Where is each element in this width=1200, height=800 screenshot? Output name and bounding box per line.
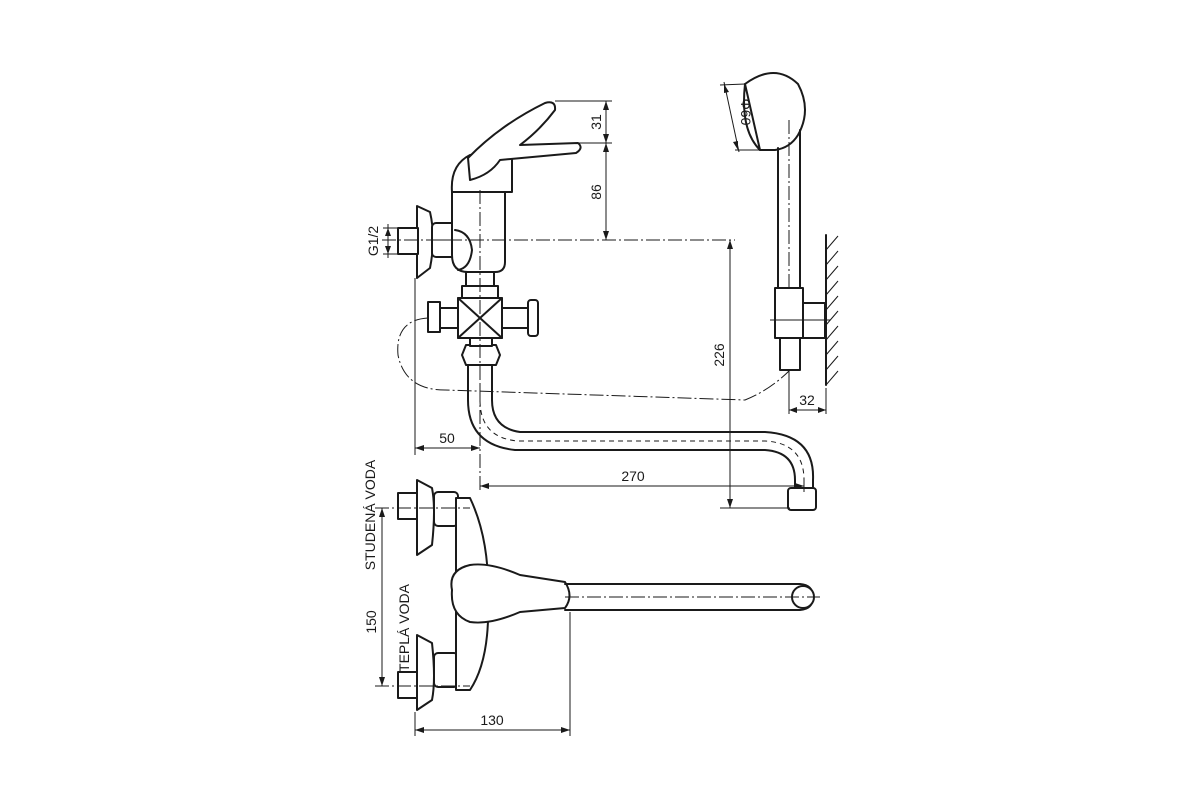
dim-inlet-spacing: 150 — [363, 610, 379, 634]
spout-inner — [491, 364, 815, 501]
front-view — [375, 479, 820, 711]
dim-front-width: 130 — [480, 712, 504, 728]
dim-thread: G1/2 — [365, 226, 381, 257]
diverter-left-cap — [427, 301, 441, 333]
wall-connector — [397, 227, 419, 255]
dim-spout-reach: 270 — [621, 468, 645, 484]
front-lever-handle — [450, 563, 571, 624]
hot-inlet-connector — [397, 671, 419, 699]
label-hot-water: TEPLÁ VODA — [396, 583, 412, 672]
dim-handle-offset: 86 — [588, 184, 604, 200]
side-dimensions: 31 86 G1/2 226 50 270 — [365, 100, 805, 509]
dim-spout-drop: 226 — [711, 343, 727, 367]
hot-inlet-nut — [433, 652, 459, 688]
swing-path — [397, 317, 791, 401]
dim-holder-offset: 32 — [799, 392, 815, 408]
diverter-right-stub — [501, 307, 531, 329]
shower-head — [743, 72, 806, 151]
holder-clamp — [774, 287, 804, 339]
aerator — [787, 487, 817, 511]
diverter-knob — [527, 299, 539, 337]
dim-body-depth: 50 — [439, 430, 455, 446]
spout-outer — [467, 364, 796, 501]
side-view — [382, 101, 817, 511]
diverter-left-stub — [439, 307, 459, 329]
cold-inlet-flange — [416, 479, 435, 556]
wall-flange — [416, 205, 434, 279]
label-cold-water: STUDENÁ VODA — [362, 459, 378, 570]
front-dimensions: 150 STUDENÁ VODA TEPLÁ VODA 130 — [362, 459, 571, 736]
shower-view: Φ60 32 — [719, 72, 839, 414]
swivel-ring — [469, 337, 493, 347]
spout-swivel-nut — [461, 344, 501, 366]
cold-inlet-nut — [433, 491, 459, 527]
cold-inlet-connector — [397, 492, 419, 520]
lever-handle — [467, 101, 582, 181]
hot-inlet-flange — [416, 634, 435, 711]
dim-handle-height: 31 — [588, 114, 604, 130]
dim-shower-diameter: Φ60 — [738, 99, 754, 126]
wall-hatch — [825, 235, 839, 386]
holder-stem — [779, 337, 801, 371]
